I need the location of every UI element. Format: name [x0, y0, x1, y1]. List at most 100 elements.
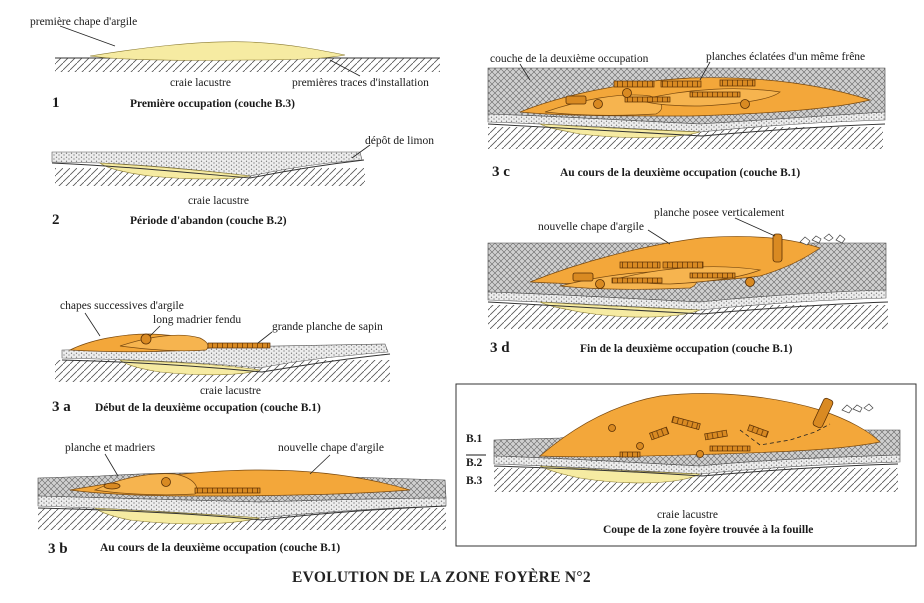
beam: [593, 99, 603, 109]
label-madrier: long madrier fendu: [153, 314, 241, 326]
label-b1: B.1: [466, 433, 483, 445]
label-chapes: chapes successives d'argile: [60, 300, 184, 312]
ground-line: [493, 463, 899, 477]
label-b2: B.2: [466, 457, 483, 469]
panel-number: 1: [52, 95, 60, 111]
label-chalk: craie lacustre: [657, 509, 718, 521]
ash-plank: [689, 272, 736, 279]
leader-line: [519, 63, 531, 81]
ash-plank: [660, 80, 702, 88]
panel-3a: chapes successives d'argile long madrier…: [52, 300, 391, 415]
leader-line: [257, 331, 273, 344]
ash-plank: [662, 261, 704, 269]
panel-caption: Au cours de la deuxième occupation (couc…: [100, 542, 340, 554]
leader-line: [104, 453, 119, 477]
ground-line: [61, 353, 391, 373]
label-b3: B.3: [466, 475, 483, 487]
panel-2: dépôt de limon craie lacustre 2 Période …: [51, 135, 434, 228]
panel-caption: Première occupation (couche B.3): [130, 98, 295, 110]
ground-line: [487, 301, 889, 315]
vertical-plank: [772, 233, 783, 263]
vertical-plank: [812, 397, 834, 429]
beam: [745, 277, 755, 287]
label-traces: premières traces d'installation: [292, 77, 429, 89]
beam: [740, 99, 750, 109]
label-planche: planche et madriers: [65, 442, 156, 454]
panel-number: 3 b: [48, 541, 68, 557]
pale-clay-lens: [94, 507, 261, 525]
ground-hatch: [55, 58, 440, 72]
panel-number: 3 a: [52, 399, 71, 415]
label-silt: dépôt de limon: [365, 135, 434, 147]
ash-plank: [624, 96, 671, 103]
label-couche: couche de la deuxième occupation: [490, 53, 649, 65]
ground-line: [37, 505, 447, 521]
ash-plank: [611, 277, 663, 284]
label-planches: planches éclatées d'un même frêne: [706, 51, 865, 63]
beam: [622, 88, 632, 98]
panel-coupe: B.1 B.2 B.3 craie lacustre Coupe de la z…: [455, 383, 917, 547]
coupe-clay: [539, 393, 881, 458]
boundary-line: [739, 423, 831, 446]
label-chalk: craie lacustre: [200, 385, 261, 397]
pale-clay-lens: [539, 123, 701, 138]
wood-section: [696, 450, 704, 458]
leader-line: [84, 312, 101, 337]
panel-caption: Au cours de la deuxième occupation (couc…: [560, 167, 800, 179]
coupe-caption: Coupe de la zone foyère trouvée à la fou…: [603, 524, 813, 536]
label-planche: grande planche de sapin: [272, 321, 383, 333]
beam: [595, 279, 605, 289]
ground-line: [487, 123, 886, 137]
panel-caption: Début de la deuxième occupation (couche …: [95, 402, 321, 414]
panel-caption: Période d'abandon (couche B.2): [130, 215, 287, 227]
clay-layer: [119, 334, 209, 352]
label-nouvelle: nouvelle chape d'argile: [278, 442, 384, 454]
split-beam: [140, 333, 152, 345]
silt-layer: [493, 454, 901, 475]
wood-fragment: [619, 451, 641, 458]
panel-number: 3 c: [492, 164, 510, 180]
beam: [161, 477, 171, 487]
panel-number: 3 d: [490, 340, 510, 356]
stones: [841, 403, 874, 414]
silt-layer: [487, 111, 886, 133]
leader-line: [699, 61, 711, 81]
plank: [194, 487, 261, 494]
main-title: EVOLUTION DE LA ZONE FOYÈRE N°2: [292, 569, 591, 586]
panel-1: première chape d'argile craie lacustre p…: [30, 16, 440, 111]
clay-layer: [93, 473, 198, 496]
wood-fragment: [671, 416, 701, 430]
leader-line: [734, 217, 776, 237]
leader-line: [59, 25, 116, 47]
ground-line: [51, 159, 365, 179]
beam: [565, 95, 587, 105]
stones: [799, 233, 846, 246]
wood-section: [608, 424, 616, 432]
label-first-clay: première chape d'argile: [30, 16, 137, 28]
panel-caption: Fin de la deuxième occupation (couche B.…: [580, 343, 793, 355]
first-clay-layer: [89, 41, 346, 61]
ash-plank: [689, 91, 741, 98]
ash-plank: [613, 80, 655, 88]
leader-line: [149, 325, 161, 337]
ash-plank: [619, 261, 661, 269]
wood-fragment: [704, 429, 728, 441]
wood-fragment: [709, 445, 751, 452]
sapin-plank: [207, 342, 271, 349]
silt-layer: [487, 289, 887, 311]
beam: [572, 272, 594, 282]
leader-line: [647, 229, 671, 245]
beam: [103, 482, 121, 490]
pale-clay-lens: [539, 465, 701, 484]
label-chalk: craie lacustre: [188, 195, 249, 207]
panel-number: 2: [52, 212, 60, 228]
label-verticale: planche posee verticalement: [654, 207, 785, 219]
leader-line: [351, 144, 371, 159]
ash-plank: [719, 79, 756, 87]
panel-3b: planche et madriers nouvelle chape d'arg…: [37, 442, 447, 557]
panel-3d: nouvelle chape d'argile planche posee ve…: [487, 207, 889, 356]
label-chalk: craie lacustre: [170, 77, 231, 89]
panel-3c: couche de la deuxième occupation planche…: [487, 51, 886, 180]
